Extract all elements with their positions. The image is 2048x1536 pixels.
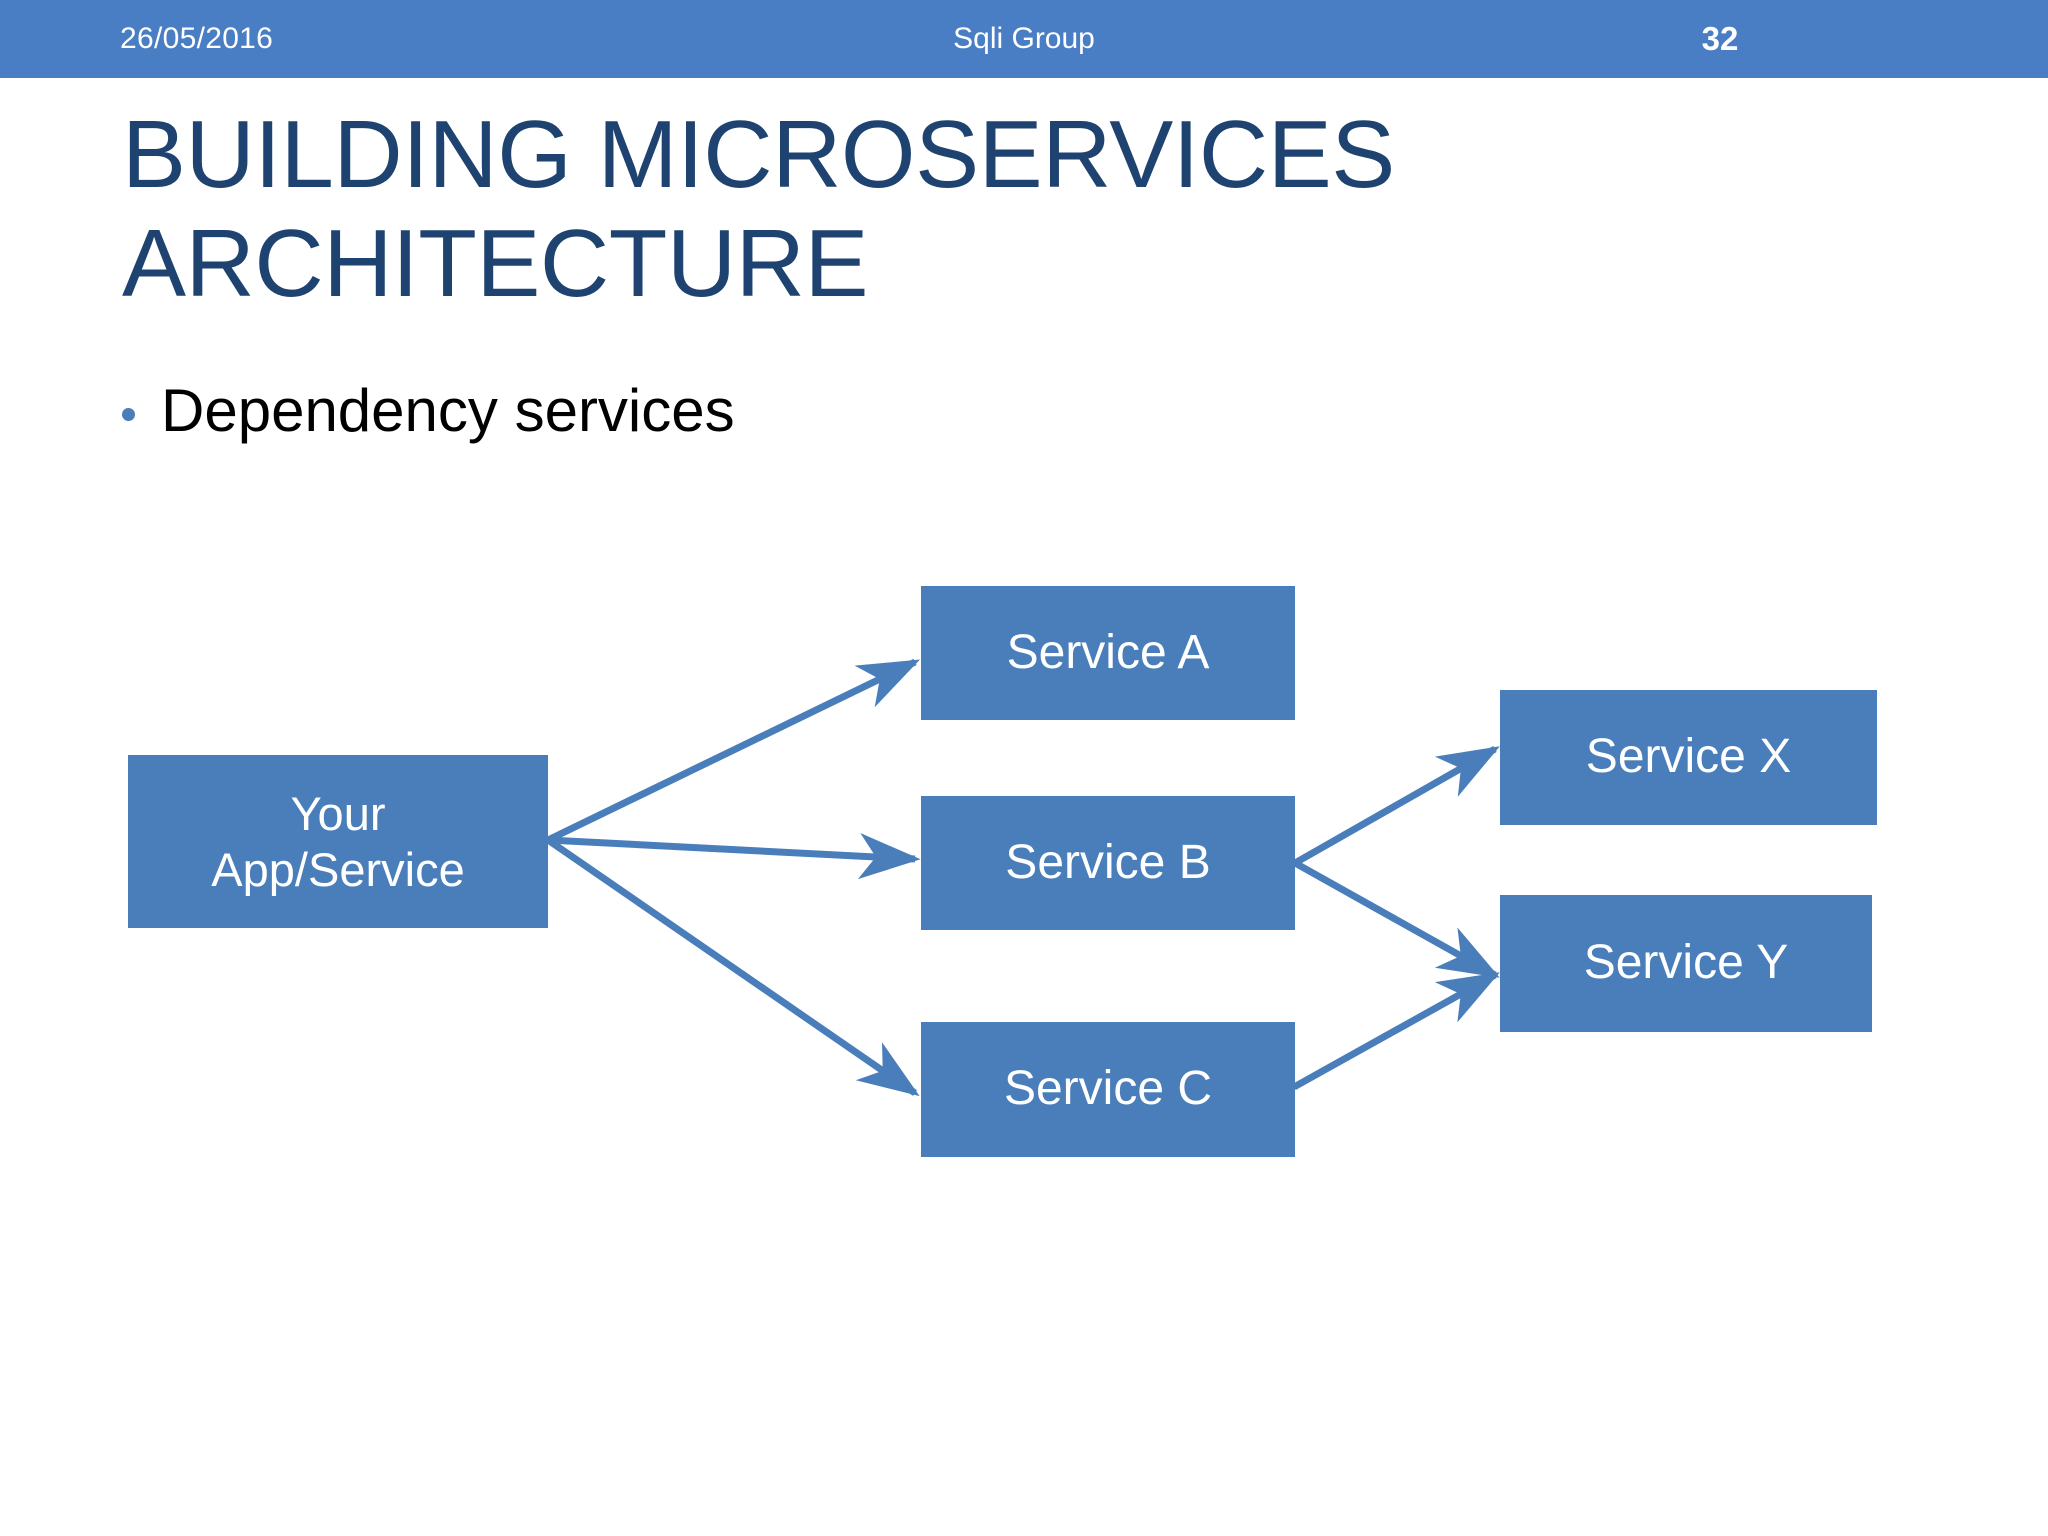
- bullet-list: Dependency services: [122, 378, 735, 444]
- header-date: 26/05/2016: [120, 22, 274, 55]
- slide-header-bar: 26/05/2016 Sqli Group 32: [0, 0, 2048, 78]
- bullet-dot-icon: [122, 408, 135, 421]
- arrow-service-c-to-service-y: [1292, 971, 1500, 1091]
- node-service-c-label: Service C: [1003, 1062, 1213, 1116]
- node-service-c[interactable]: Service C: [921, 1022, 1295, 1157]
- arrow-service-b-to-service-x: [1293, 745, 1500, 867]
- node-service-x-label: Service X: [1585, 730, 1792, 784]
- node-service-b-label: Service B: [1005, 835, 1211, 889]
- bullet-item-label: Dependency services: [161, 377, 735, 444]
- slide-page-number: 32: [1701, 20, 1739, 57]
- node-service-y[interactable]: Service Y: [1500, 895, 1872, 1032]
- arrow-app-to-service-a: [546, 658, 921, 844]
- node-service-y-label: Service Y: [1583, 936, 1789, 990]
- arrow-app-to-service-c: [546, 837, 920, 1097]
- arrow-service-b-to-service-y: [1293, 859, 1500, 979]
- node-service-a[interactable]: Service A: [921, 586, 1295, 720]
- node-service-b[interactable]: Service B: [921, 796, 1295, 930]
- header-company: Sqli Group: [953, 22, 1095, 55]
- arrow-app-to-service-b: [547, 833, 921, 880]
- page-title: Building Microservices Architecture: [122, 101, 1395, 318]
- node-service-a-label: Service A: [1006, 625, 1210, 679]
- node-service-x[interactable]: Service X: [1500, 690, 1877, 825]
